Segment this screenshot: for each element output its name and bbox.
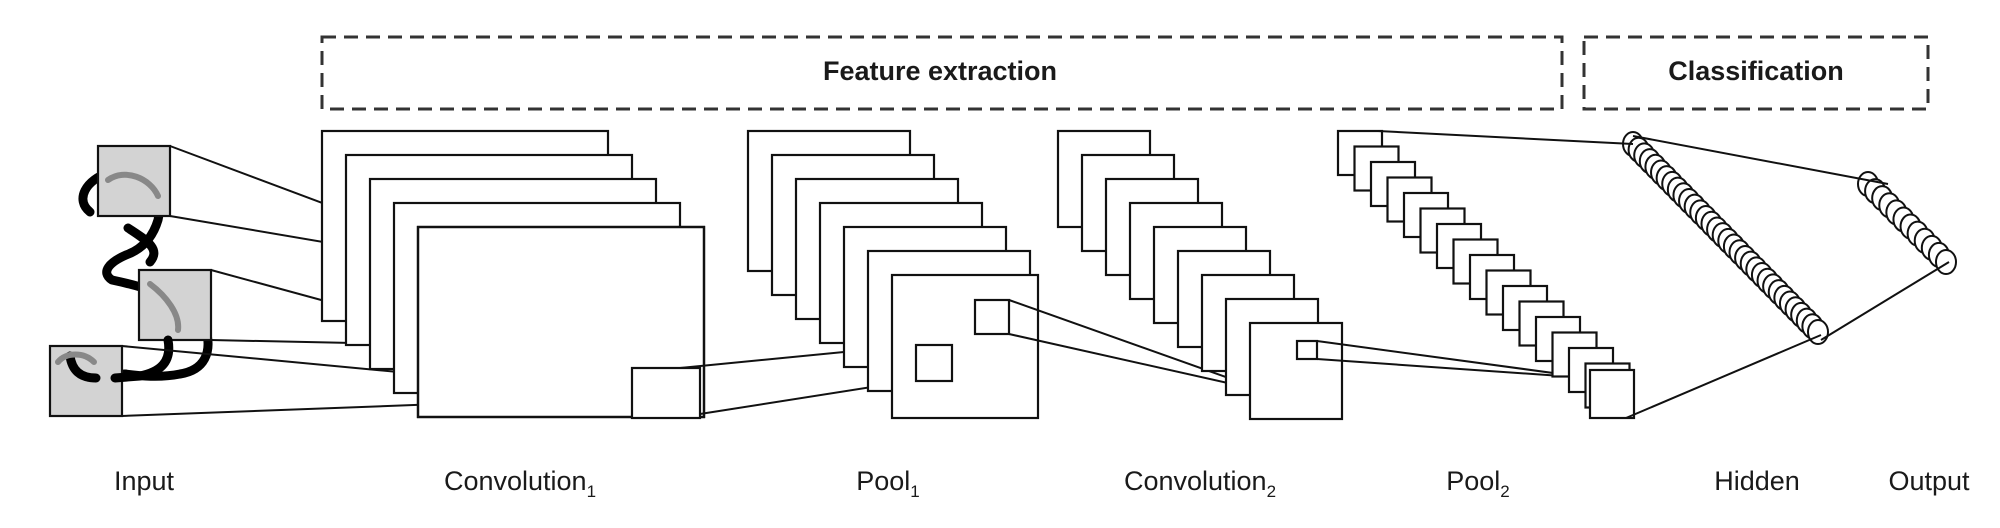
input-stage [48,144,213,418]
label-convolution-2: Convolution2 [1124,466,1276,501]
conv2-feature-maps [1056,129,1344,421]
stage-labels: Input Convolution1 Pool1 Convolution2 Po… [114,466,1970,501]
links-pool2-to-hidden [1377,130,1822,419]
label-convolution-1: Convolution1 [444,466,596,501]
pool1-window-b [973,298,1011,336]
links-hidden-to-output [1632,135,1950,341]
label-pool-2: Pool2 [1446,466,1510,501]
pool1-window-a [914,343,954,383]
feature-extraction-label: Feature extraction [823,56,1057,86]
output-layer-neurons [1857,171,1957,275]
input-digit-overlay [65,223,174,383]
input-patch-middle [137,268,213,342]
label-output: Output [1888,466,1970,496]
label-pool-1: Pool1 [856,466,920,501]
classification-group: Classification [1582,35,1930,111]
input-patch-top [96,144,172,218]
classification-label: Classification [1668,56,1844,86]
hidden-neuron [1807,319,1829,345]
conv1-pool-window [630,366,702,420]
output-neuron [1935,249,1957,275]
pool2-front-map [1588,368,1636,420]
input-digit-overlay-grey [55,171,182,365]
feature-extraction-group: Feature extraction [320,35,1564,111]
label-input: Input [114,466,175,496]
pool1-feature-maps [746,129,1040,420]
classification-frame [1582,35,1930,111]
links-conv2-to-pool2 [1316,340,1591,379]
pool2-feature-maps [1336,129,1636,420]
hidden-layer-neurons [1622,131,1829,345]
links-pool1-to-conv2 [1008,299,1269,393]
conv2-pool-window [1295,339,1319,361]
conv1-feature-maps [320,129,706,420]
feature-extraction-frame [320,35,1564,111]
label-hidden: Hidden [1714,466,1800,496]
